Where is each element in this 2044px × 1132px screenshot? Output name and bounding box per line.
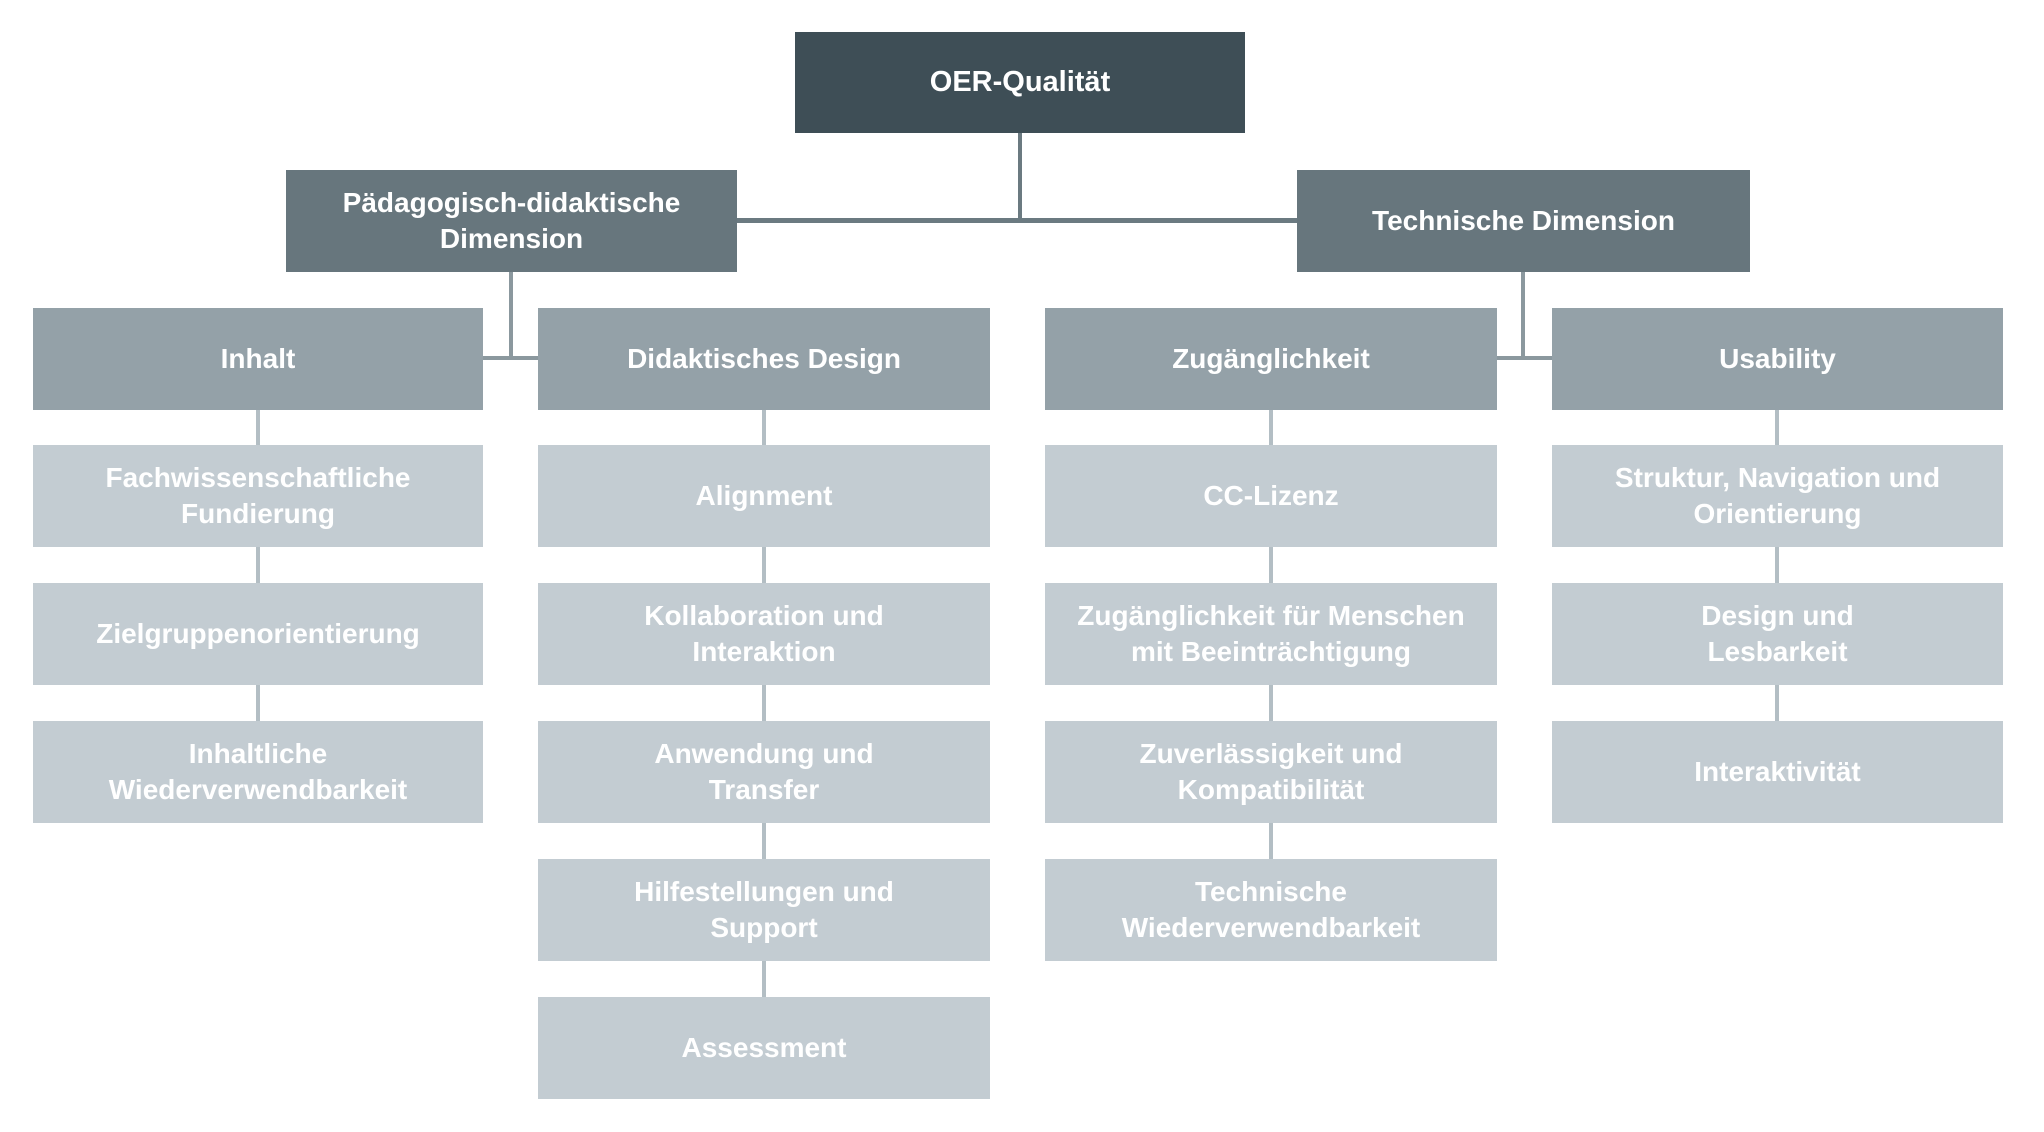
node-zugaenglichkeit: Zugänglichkeit: [1045, 308, 1497, 410]
node-label: Technische Wiederverwendbarkeit: [1121, 876, 1421, 943]
node-zuverlaessigkeit-und-kompatibilitaet: Zuverlässigkeit und Kompatibilität: [1045, 721, 1497, 823]
node-design-und-lesbarkeit: Design und Lesbarkeit: [1552, 583, 2003, 685]
node-oer-qualitaet: OER-Qualität: [795, 32, 1245, 133]
node-label: Design und Lesbarkeit: [1701, 600, 1854, 667]
node-didaktisches-design: Didaktisches Design: [538, 308, 990, 410]
connector-column3: [1269, 547, 1273, 583]
connector-dimension2-trunk: [1521, 272, 1525, 360]
connector-column2: [762, 685, 766, 721]
node-label: Hilfestellungen und Support: [634, 876, 894, 943]
node-kollaboration-und-interaktion: Kollaboration und Interaktion: [538, 583, 990, 685]
node-label: OER-Qualität: [929, 65, 1111, 98]
connector-dimensions-crossbar: [737, 218, 1297, 223]
node-inhalt: Inhalt: [33, 308, 483, 410]
node-paedagogisch-didaktische-dimension: Pädagogisch-didaktische Dimension: [286, 170, 737, 272]
node-alignment: Alignment: [538, 445, 990, 547]
node-label: Struktur, Navigation und Orientierung: [1614, 462, 1941, 529]
connector-column1: [256, 685, 260, 721]
node-label: Zugänglichkeit für Menschen mit Beeinträ…: [1077, 600, 1465, 667]
connector-root-trunk: [1018, 133, 1022, 220]
connector-column1: [256, 547, 260, 583]
connector-dimension1-trunk: [509, 272, 513, 360]
node-label: Technische Dimension: [1372, 205, 1675, 237]
node-label: Zielgruppenorientierung: [96, 618, 420, 650]
connector-dimension1-stub: [483, 356, 538, 360]
node-zugaenglichkeit-fuer-menschen: Zugänglichkeit für Menschen mit Beeinträ…: [1045, 583, 1497, 685]
connector-column3: [1269, 823, 1273, 859]
node-zielgruppenorientierung: Zielgruppenorientierung: [33, 583, 483, 685]
node-struktur-navigation-und-orientierung: Struktur, Navigation und Orientierung: [1552, 445, 2003, 547]
node-fachwissenschaftliche-fundierung: Fachwissenschaftliche Fundierung: [33, 445, 483, 547]
node-label: Usability: [1719, 343, 1836, 375]
node-label: Alignment: [695, 480, 833, 512]
node-label: Inhalt: [220, 343, 296, 375]
node-technische-dimension: Technische Dimension: [1297, 170, 1750, 272]
node-hilfestellungen-und-support: Hilfestellungen und Support: [538, 859, 990, 961]
node-anwendung-und-transfer: Anwendung und Transfer: [538, 721, 990, 823]
node-label: Anwendung und Transfer: [654, 738, 874, 805]
node-label: Pädagogisch-didaktische Dimension: [342, 187, 681, 254]
node-technische-wiederverwendbarkeit: Technische Wiederverwendbarkeit: [1045, 859, 1497, 961]
node-interaktivitaet: Interaktivität: [1552, 721, 2003, 823]
connector-column2: [762, 961, 766, 997]
node-label: Zugänglichkeit: [1172, 343, 1370, 375]
connector-column3: [1269, 410, 1273, 445]
node-cc-lizenz: CC-Lizenz: [1045, 445, 1497, 547]
connector-dimension2-stub: [1497, 356, 1552, 360]
connector-column2: [762, 410, 766, 445]
node-inhaltliche-wiederverwendbarkeit: Inhaltliche Wiederverwendbarkeit: [33, 721, 483, 823]
node-usability: Usability: [1552, 308, 2003, 410]
connector-column2: [762, 547, 766, 583]
node-label: Kollaboration und Interaktion: [644, 600, 884, 667]
connector-column3: [1269, 685, 1273, 721]
node-label: Zuverlässigkeit und Kompatibilität: [1139, 738, 1403, 805]
node-label: Interaktivität: [1694, 756, 1861, 788]
node-label: Assessment: [681, 1032, 847, 1064]
connector-column4: [1775, 547, 1779, 583]
node-label: CC-Lizenz: [1203, 480, 1339, 512]
node-label: Didaktisches Design: [627, 343, 901, 375]
node-label: Inhaltliche Wiederverwendbarkeit: [108, 738, 408, 805]
connector-column4: [1775, 685, 1779, 721]
connector-column2: [762, 823, 766, 859]
node-label: Fachwissenschaftliche Fundierung: [105, 462, 411, 529]
connector-column4: [1775, 410, 1779, 445]
node-assessment: Assessment: [538, 997, 990, 1099]
connector-column1: [256, 410, 260, 445]
